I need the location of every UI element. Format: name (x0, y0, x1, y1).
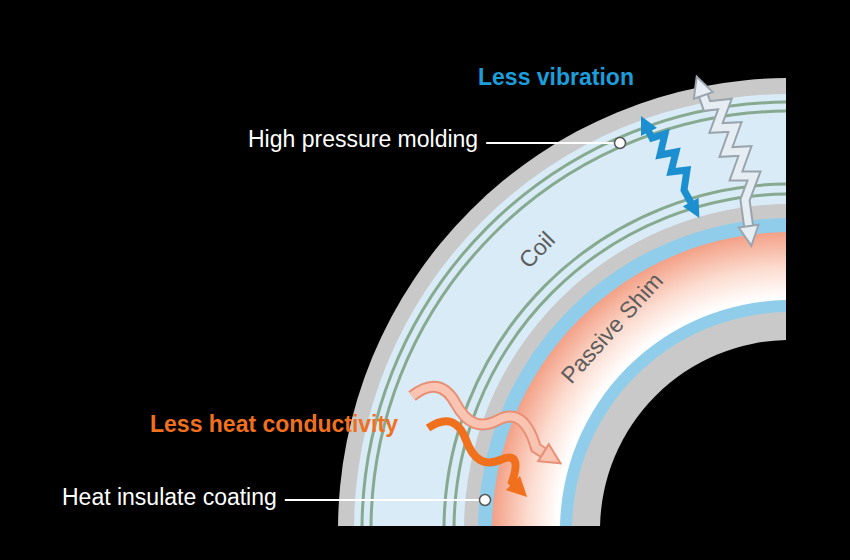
callout-title: Less heat conductivity (150, 411, 398, 437)
vibration-arrow-outline (700, 86, 754, 236)
part-label: Heat insulate coating (62, 484, 277, 510)
leader-line (285, 499, 479, 501)
vibration-arrow (700, 86, 754, 236)
leader-dot (615, 138, 626, 149)
passive-shim (492, 232, 786, 526)
leader-line (486, 142, 614, 144)
callout-title: Less vibration (478, 64, 634, 90)
coil-region (354, 94, 786, 526)
insulation-coating (478, 218, 786, 526)
leader-dot (480, 495, 491, 506)
coil-layer-line (444, 184, 786, 526)
part-label: High pressure molding (248, 126, 478, 152)
bore (600, 340, 786, 526)
coil-layer-line (362, 102, 786, 526)
vibration-arrow (645, 124, 695, 210)
coil-layer-line (454, 194, 786, 526)
coil-layer-line (371, 111, 786, 526)
heat-arrow (428, 421, 520, 490)
